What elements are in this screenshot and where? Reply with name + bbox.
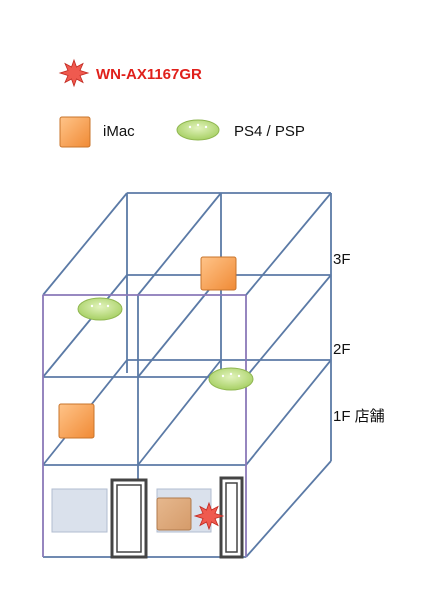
shop-window-left bbox=[51, 488, 108, 533]
green-ellipse-icon bbox=[176, 119, 220, 141]
imac-legend-label: iMac bbox=[103, 123, 135, 140]
orange-square-icon bbox=[59, 116, 91, 148]
floor-label-1f: 1F 店舗 bbox=[333, 408, 385, 425]
router-starburst bbox=[193, 501, 225, 531]
imac-1f bbox=[58, 403, 95, 439]
imac-3f bbox=[200, 256, 237, 291]
legend: WN-AX1167GR iMac PS4 / PSP bbox=[58, 58, 305, 148]
console-2f-left bbox=[77, 297, 123, 321]
router-legend-label: WN-AX1167GR bbox=[96, 66, 202, 83]
devices bbox=[58, 256, 254, 531]
starburst-icon bbox=[58, 58, 90, 88]
floor-labels: 3F 2F 1F 店舗 bbox=[333, 251, 385, 425]
floor-label-3f: 3F bbox=[333, 251, 351, 268]
imac-shop bbox=[156, 497, 192, 531]
console-2f-right bbox=[208, 367, 254, 391]
floor-label-2f: 2F bbox=[333, 341, 351, 358]
console-legend-label: PS4 / PSP bbox=[234, 123, 305, 140]
door-right bbox=[219, 476, 244, 559]
